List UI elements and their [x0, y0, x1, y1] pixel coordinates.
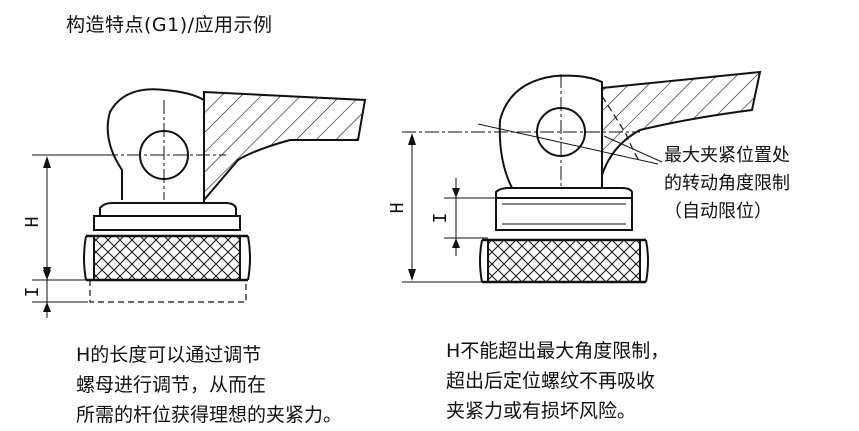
- callout-line-2: 的转动角度限制: [664, 173, 790, 194]
- caption-left-line-2: 螺母进行调节，从而在: [76, 374, 267, 396]
- right-collar: [495, 187, 633, 199]
- callout-line-1: 最大夹紧位置处: [664, 145, 790, 166]
- caption-right: H不能超出最大角度限制， 超出后定位螺纹不再吸收 夹紧力或有损坏风险。: [446, 336, 669, 426]
- caption-left: H的长度可以通过调节 螺母进行调节，从而在 所需的杆位获得理想的夹紧力。: [76, 340, 342, 430]
- right-h-label: H: [387, 203, 408, 214]
- callout-leader: [603, 135, 663, 163]
- right-i-label: I: [430, 213, 451, 224]
- left-i-label: I: [22, 287, 43, 298]
- left-collar: [99, 202, 237, 217]
- left-knurled-nut: [93, 235, 241, 281]
- right-assembly: [402, 70, 762, 284]
- callout-line-3: （自动限位）: [664, 201, 772, 222]
- caption-right-line-3: 夹紧力或有损坏风险。: [446, 400, 637, 422]
- caption-left-line-3: 所需的杆位获得理想的夹紧力。: [76, 404, 343, 426]
- left-assembly: [32, 88, 367, 318]
- right-knurled-nut: [487, 239, 641, 283]
- caption-right-line-2: 超出后定位螺纹不再吸收: [446, 370, 656, 392]
- page-title: 构造特点(G1)/应用示例: [66, 14, 273, 36]
- caption-left-line-1: H的长度可以通过调节: [76, 344, 262, 366]
- left-h-label: H: [22, 217, 43, 228]
- caption-right-line-1: H不能超出最大角度限制，: [446, 340, 670, 362]
- left-clamp-arm: [203, 90, 367, 203]
- right-clamp-arm: [601, 70, 762, 176]
